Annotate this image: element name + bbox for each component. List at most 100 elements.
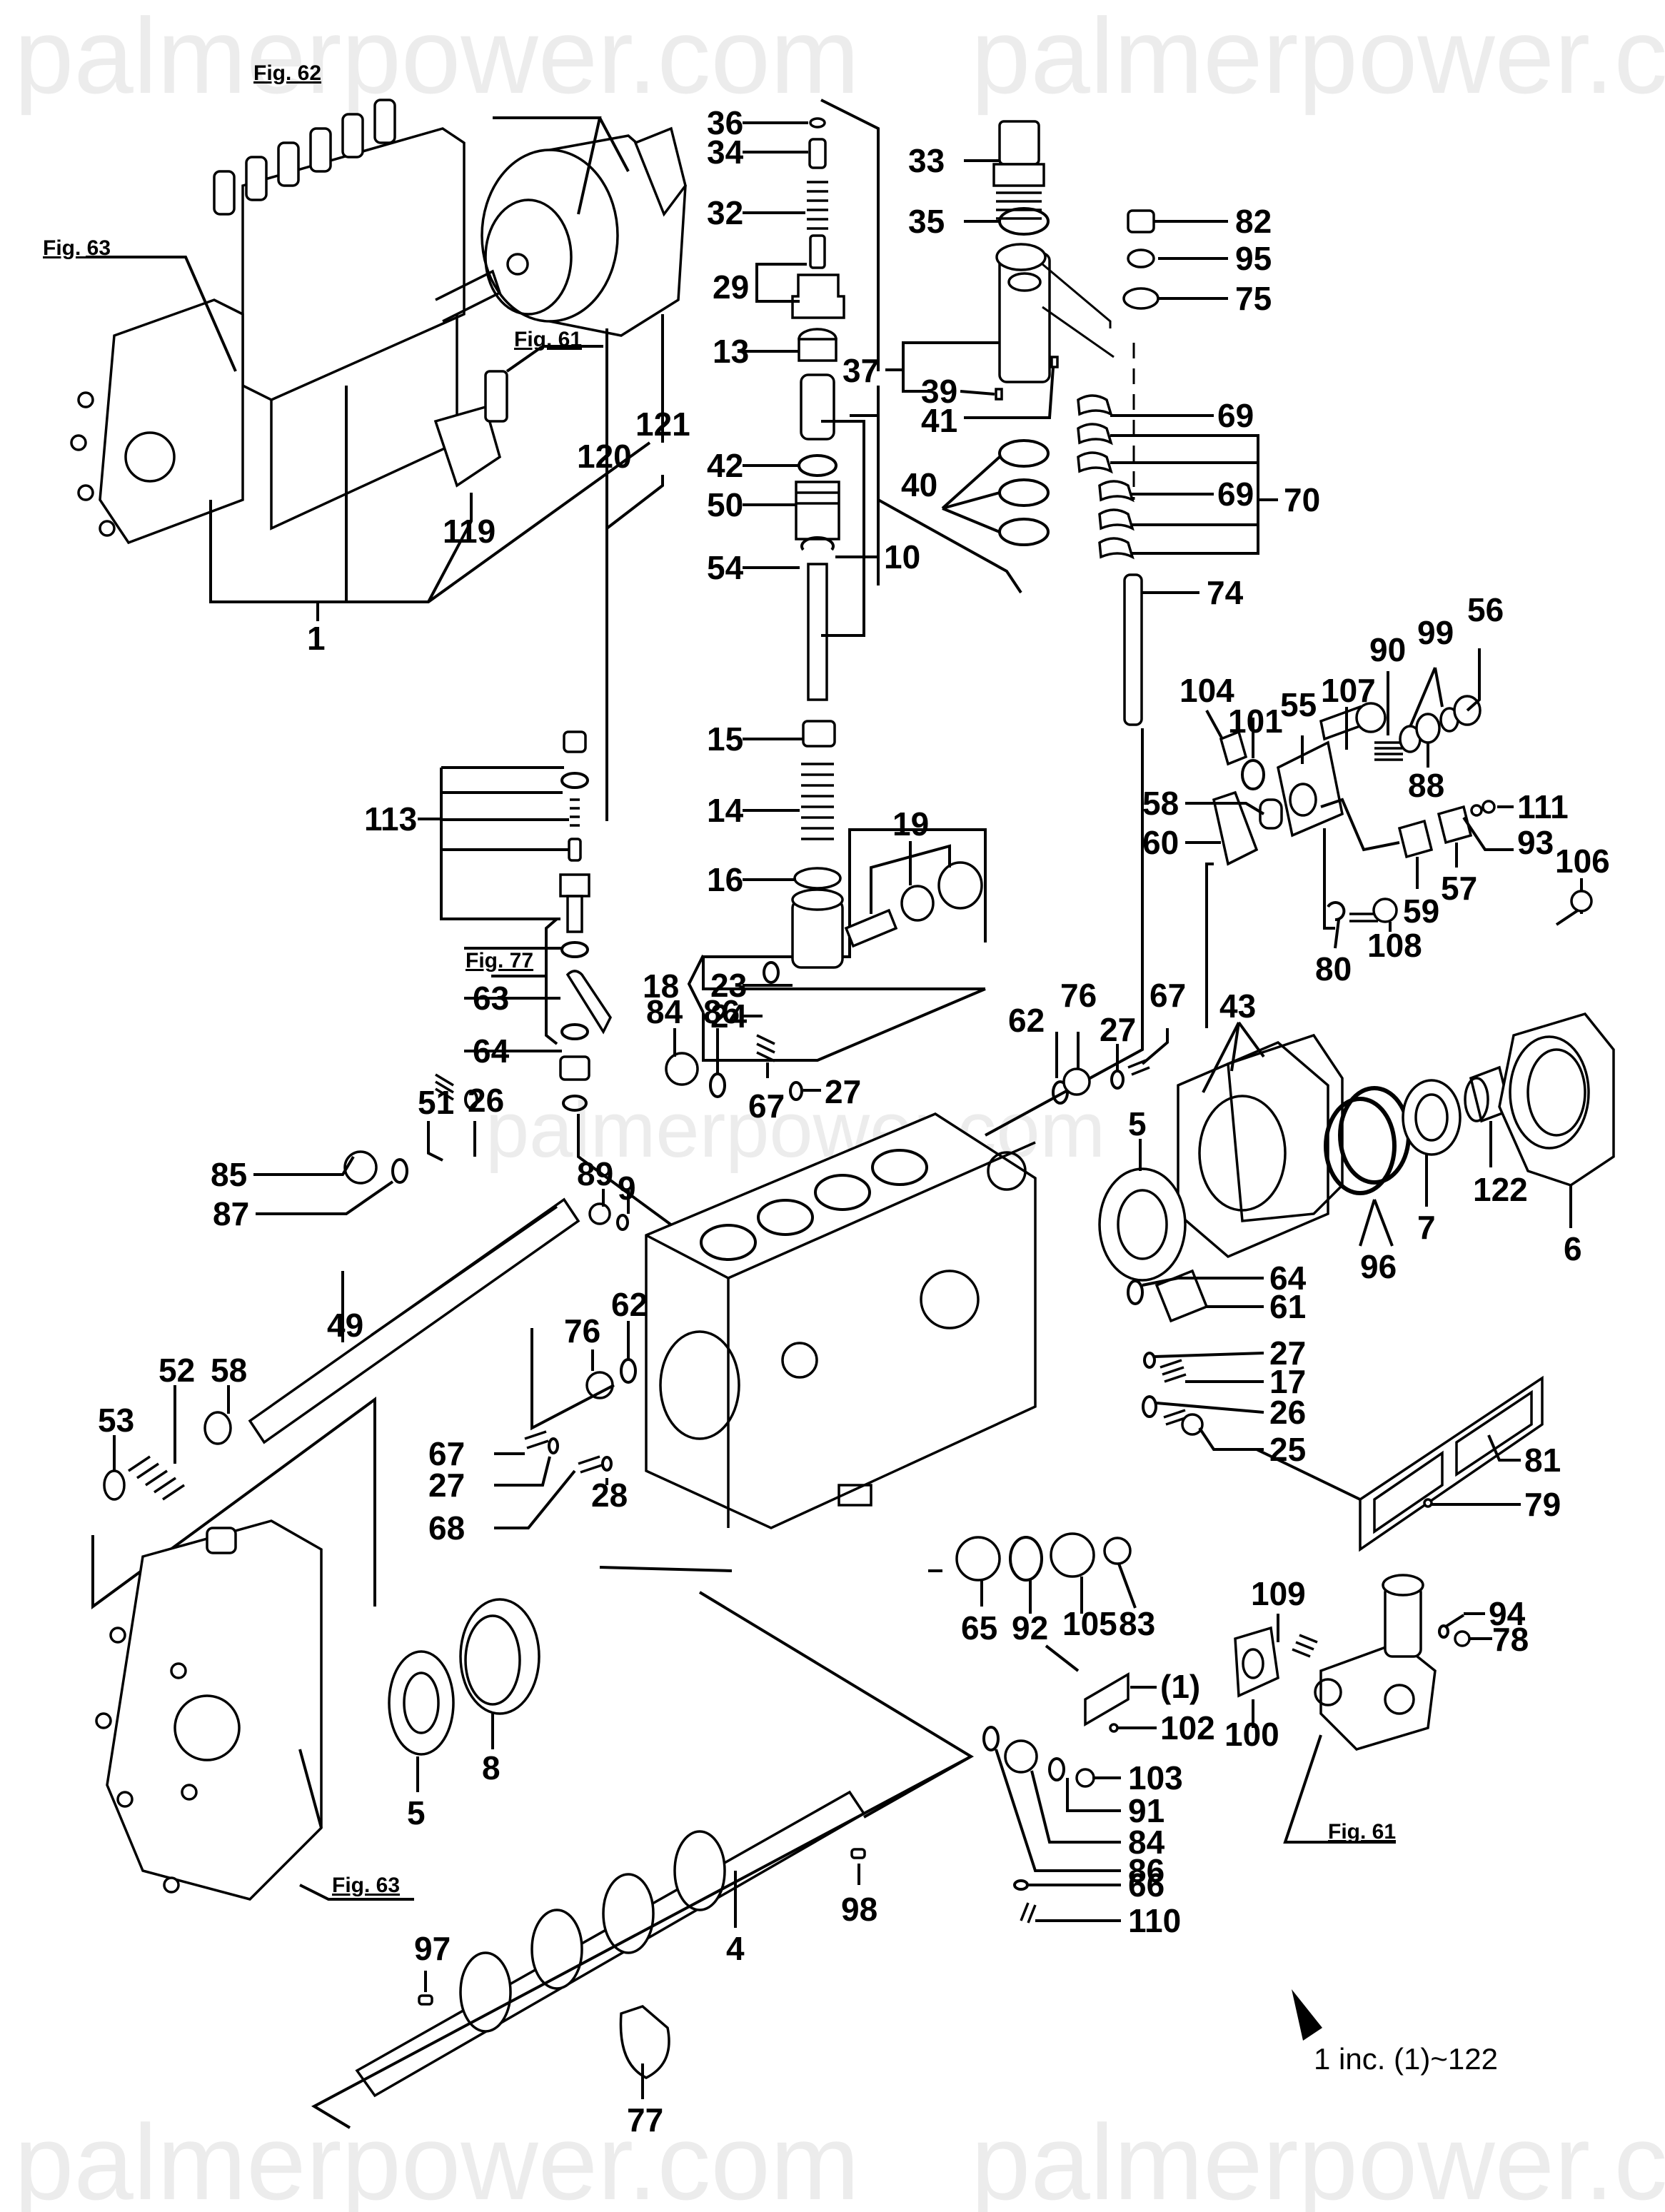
callout-92: 92: [1012, 1609, 1048, 1647]
assembly-note: 1 inc. (1)~122: [1292, 1989, 1498, 2076]
callout-33: 33: [908, 142, 945, 179]
callout-91: 91: [1128, 1792, 1165, 1829]
callout-1-paren: (1): [1160, 1668, 1200, 1705]
callout-70: 70: [1284, 481, 1320, 518]
callout-17: 17: [1269, 1363, 1306, 1400]
assembly-note-text: 1 inc. (1)~122: [1314, 2042, 1498, 2076]
callout-62-lower: 62: [611, 1286, 648, 1323]
callout-78: 78: [1492, 1621, 1529, 1658]
figure-ref-62[interactable]: Fig. 62: [253, 61, 321, 85]
callout-58-lower: 58: [211, 1352, 247, 1389]
housing-top-parts: [665, 1028, 1169, 1105]
rack-illustration: [103, 1073, 637, 1501]
callout-83: 83: [1119, 1605, 1155, 1642]
callout-100: 100: [1224, 1716, 1279, 1753]
callout-120: 120: [577, 438, 632, 475]
callout-94: 94: [1489, 1595, 1526, 1632]
callout-82: 82: [1235, 203, 1272, 240]
callout-49: 49: [327, 1307, 363, 1344]
callout-25: 25: [1269, 1431, 1306, 1468]
callout-96: 96: [1360, 1248, 1397, 1285]
callout-32: 32: [707, 194, 743, 231]
callout-51: 51: [418, 1084, 454, 1121]
overflow-valve-illustration: [559, 730, 613, 1112]
callout-19: 19: [892, 805, 929, 843]
callout-113: 113: [364, 800, 417, 838]
callout-106: 106: [1555, 843, 1610, 880]
callout-6: 6: [1564, 1230, 1582, 1267]
figure-ref-63-bottom[interactable]: Fig. 63: [332, 1874, 400, 1897]
callout-98: 98: [841, 1891, 877, 1928]
feed-pump-illustration: [1234, 1574, 1492, 1844]
callout-110: 110: [1128, 1902, 1181, 1939]
cover-gasket-illustration: [1256, 1375, 1544, 1552]
callout-64-lower: 64: [1269, 1260, 1307, 1297]
control-rack: [248, 1197, 580, 1444]
callout-5-lower: 5: [407, 1794, 426, 1831]
callout-26-lower: 26: [1269, 1394, 1306, 1431]
watermark-top-right: palmerpower.com: [971, 0, 1665, 116]
callout-86-lower: 86: [1128, 1852, 1165, 1889]
callout-65: 65: [961, 1609, 997, 1647]
callout-56: 56: [1467, 591, 1504, 628]
watermark-top-left: palmerpower.com: [14, 0, 860, 116]
callout-14: 14: [707, 792, 744, 829]
callout-119: 119: [443, 513, 496, 550]
figure-ref-61-top[interactable]: Fig. 61: [514, 328, 582, 351]
callout-97: 97: [414, 1930, 451, 1967]
callout-40: 40: [901, 466, 937, 503]
callout-90: 90: [1369, 631, 1406, 668]
callout-103: 103: [1128, 1759, 1183, 1796]
callout-27-lower: 27: [428, 1467, 465, 1504]
callout-84-upper: 84: [646, 993, 683, 1030]
callout-64-upper: 64: [473, 1032, 510, 1070]
note-arrow-icon: [1292, 1989, 1322, 2041]
figure-ref-77[interactable]: Fig. 77: [466, 949, 533, 972]
callout-79: 79: [1524, 1486, 1561, 1523]
callout-13: 13: [713, 333, 749, 370]
callout-39: 39: [921, 373, 957, 410]
housing-side-leaders: [1142, 1277, 1264, 1451]
callout-102: 102: [1160, 1709, 1215, 1746]
callout-9: 9: [618, 1170, 636, 1207]
figure-ref-63-top[interactable]: Fig. 63: [43, 236, 111, 260]
callout-27-side: 27: [1269, 1334, 1306, 1372]
governor-housing: [481, 149, 619, 323]
callout-59: 59: [1403, 893, 1439, 930]
callout-60: 60: [1142, 824, 1179, 861]
callout-109: 109: [1251, 1575, 1306, 1612]
callout-66: 66: [1128, 1866, 1165, 1904]
callout-52: 52: [159, 1352, 195, 1389]
stop-lever-leaders: [985, 648, 1583, 1137]
valve-holder-illustration: [992, 120, 1160, 726]
drain-plugs-illustration: [928, 1532, 1157, 1733]
callout-77: 77: [627, 2101, 663, 2138]
callout-23: 23: [710, 967, 747, 1004]
callout-8: 8: [482, 1749, 500, 1786]
lower-plugs-illustration: [982, 1726, 1121, 1924]
callout-84-lower: 84: [1128, 1824, 1165, 1861]
callout-57: 57: [1441, 870, 1477, 907]
callout-69-lower: 69: [1217, 476, 1254, 513]
drive-end-cover-illustration: [95, 1519, 414, 1901]
callout-58-upper: 58: [1142, 785, 1179, 822]
callout-107: 107: [1321, 672, 1376, 709]
watermark-bottom-right: palmerpower.com: [971, 2102, 1665, 2212]
callout-122: 122: [1473, 1171, 1528, 1208]
callout-85: 85: [211, 1156, 247, 1193]
callout-68: 68: [428, 1509, 465, 1547]
plunger-column-illustration: [687, 99, 1022, 1062]
callout-54: 54: [707, 549, 744, 586]
overflow-valve-leaders: [418, 766, 687, 1237]
bearing-camshaft-illustration: [311, 1566, 975, 2129]
callout-43: 43: [1219, 987, 1256, 1025]
callout-81: 81: [1524, 1442, 1561, 1479]
callout-105: 105: [1062, 1605, 1117, 1642]
callout-16: 16: [707, 861, 743, 898]
figure-ref-61-bottom[interactable]: Fig. 61: [1328, 1820, 1396, 1844]
callout-27-upper: 27: [825, 1073, 861, 1110]
callout-55: 55: [1280, 686, 1317, 723]
callout-36: 36: [707, 104, 743, 141]
callout-89: 89: [577, 1155, 613, 1192]
